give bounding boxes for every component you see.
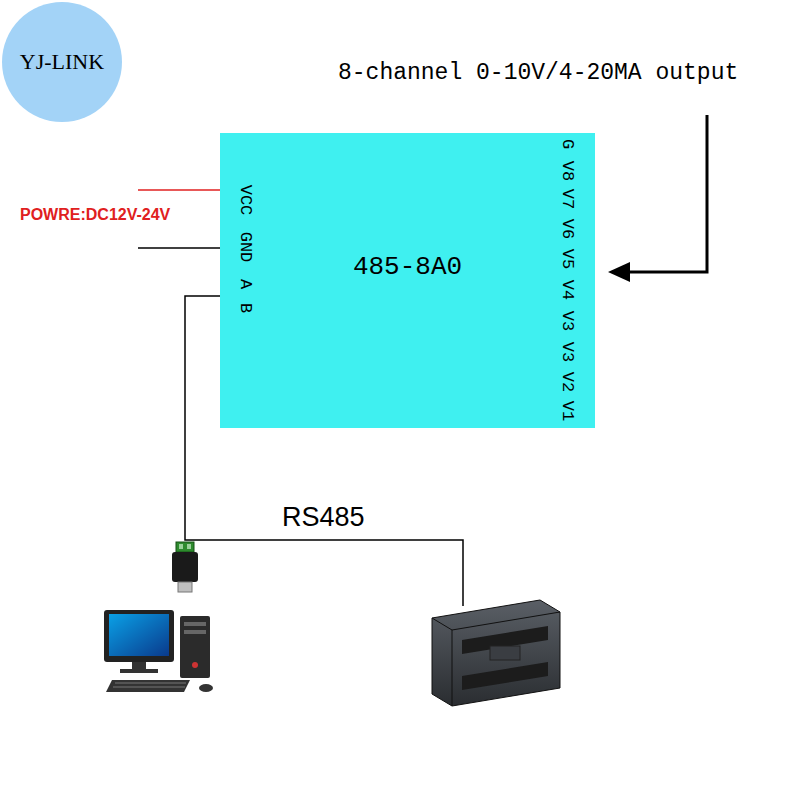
pin-name: V1 [559,401,576,421]
computer-icon [104,610,213,692]
logo-disc [2,2,122,122]
pin-name: VCC [237,185,254,216]
module-box: 485-8A0 [220,133,595,428]
pin-name: V3 [559,311,576,331]
pin-name: V2 [559,372,576,392]
module-fill [220,133,595,428]
plc-module [432,600,560,706]
pin-name: V3 [559,342,576,362]
output-title: 8-channel 0-10V/4-20MA output [338,62,738,85]
pin-name: V5 [559,249,576,269]
pin-name: G [559,139,576,149]
pin-name: V6 [559,219,576,239]
power-note: POWRE:DC12V-24V [20,207,170,223]
pin-name: A [237,279,254,289]
logo-circle: YJ-LINK [2,2,122,122]
usb-adapter [172,542,198,592]
brand-name: YJ-LINK [20,49,104,75]
bus-label: RS485 [282,504,365,531]
output-arrow [628,115,707,272]
pin-name: V4 [559,280,576,300]
pin-name: GND [237,232,254,263]
pin-name: V8 [559,161,576,181]
arrow-head [608,262,630,282]
power-wire-black [138,247,220,249]
module-name: 485-8A0 [353,252,462,282]
power-wire-red [138,189,220,191]
pin-name: B [237,303,254,313]
pin-name: V7 [559,189,576,209]
